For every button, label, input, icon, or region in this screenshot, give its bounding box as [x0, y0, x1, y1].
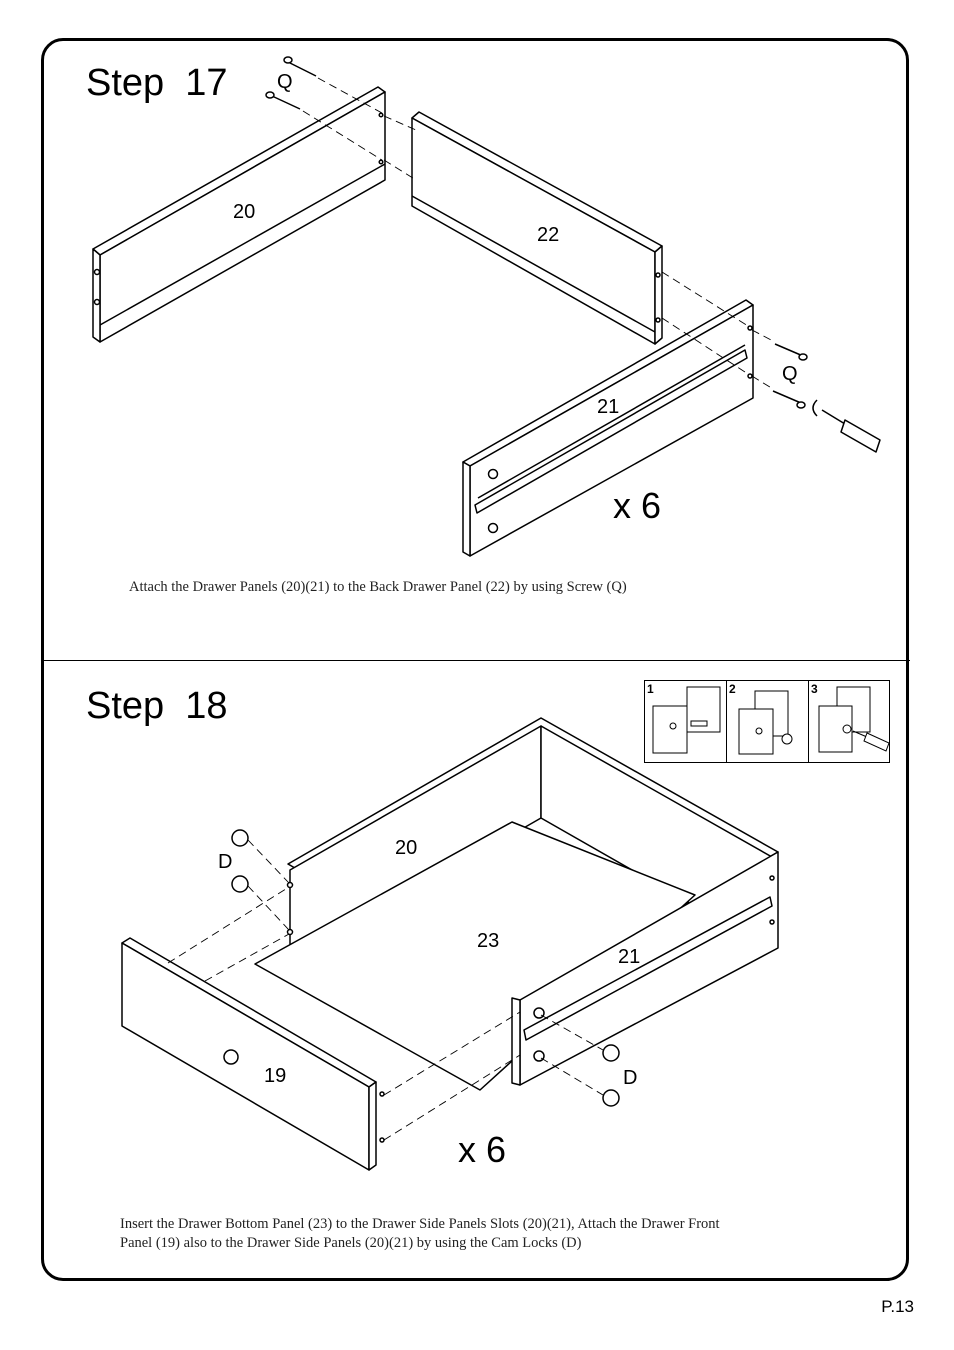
- cam-lock-tighten-icon: [818, 686, 890, 753]
- step-18-caption-line-2: Panel (19) also to the Drawer Side Panel…: [120, 1235, 582, 1251]
- panel-label-23: 23: [477, 930, 500, 952]
- step-17-caption: Attach the Drawer Panels (20)(21) to the…: [129, 579, 627, 595]
- inset-step-2-number: 2: [729, 682, 736, 696]
- cam-lock-inset: 1 2 3: [644, 680, 890, 763]
- panel-label-20-drawer: 20: [395, 837, 418, 859]
- step-17-title: Step 17: [86, 62, 228, 104]
- panel-label-21-drawer: 21: [618, 946, 641, 968]
- screw-label-q-right: Q: [782, 363, 798, 385]
- guide-lines: [167, 77, 776, 1141]
- step-18-title: Step 18: [86, 685, 228, 727]
- cam-locks-drawing: [231, 829, 620, 1107]
- cam-lock-place-icon: [738, 690, 793, 755]
- front-panel-19-drawing: [121, 937, 385, 1171]
- inset-step-2: 2: [727, 681, 809, 762]
- panel-22-drawing: [411, 111, 663, 345]
- step-18-caption: Insert the Drawer Bottom Panel (23) to t…: [120, 1215, 720, 1253]
- step-18-caption-line-1: Insert the Drawer Bottom Panel (23) to t…: [120, 1216, 720, 1232]
- panel-label-20: 20: [233, 201, 256, 223]
- panel-label-19: 19: [264, 1065, 287, 1087]
- panel-20-drawing: [92, 86, 386, 343]
- section-divider: [42, 660, 910, 661]
- inset-step-1-number: 1: [647, 682, 654, 696]
- panel-label-22: 22: [537, 224, 560, 246]
- multiplier-label-step-18: x 6: [458, 1129, 507, 1170]
- inset-step-1: 1: [645, 681, 727, 762]
- screw-q-top-drawing: [265, 56, 317, 110]
- page-frame: [41, 38, 909, 1281]
- panel-label-21: 21: [597, 396, 620, 418]
- cam-lock-label-d-right: D: [623, 1067, 638, 1089]
- page-number: P.13: [881, 1297, 914, 1316]
- inset-step-3-number: 3: [811, 682, 818, 696]
- cam-lock-insert-icon: [652, 686, 721, 754]
- panel-21-drawing: [462, 299, 754, 557]
- screw-label-q-top: Q: [277, 71, 293, 93]
- inset-step-3: 3: [809, 681, 890, 762]
- screw-q-right-drawing: [772, 343, 808, 409]
- screwdriver-drawing: [812, 399, 881, 453]
- cam-lock-label-d-left: D: [218, 851, 233, 873]
- multiplier-label: x 6: [613, 485, 662, 526]
- drawer-box-drawing: [254, 717, 779, 1091]
